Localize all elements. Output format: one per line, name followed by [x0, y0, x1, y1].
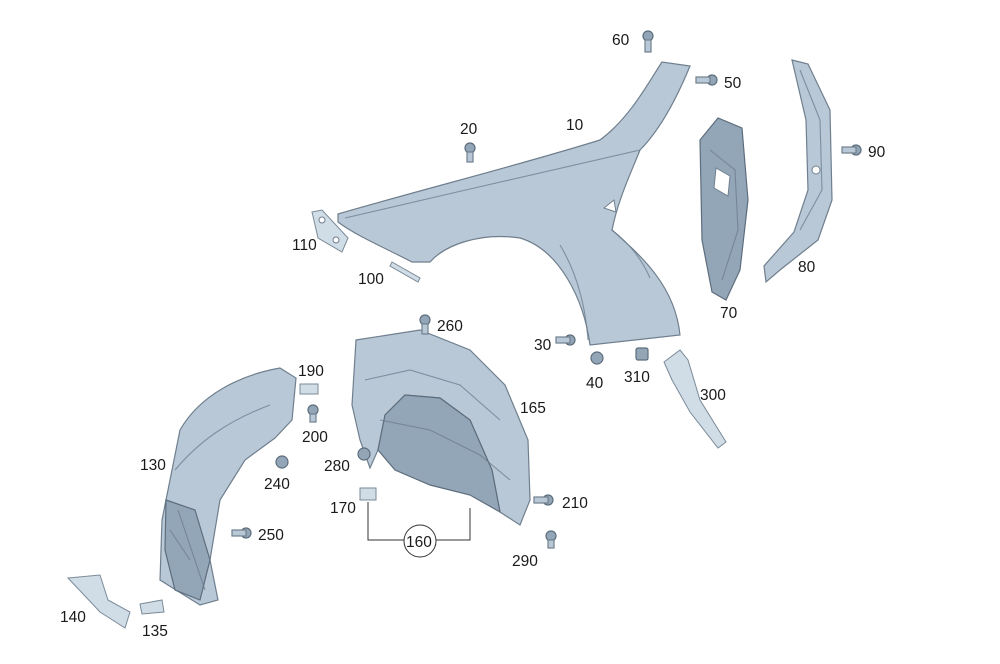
bolt-part-90[interactable] — [841, 144, 862, 156]
label-210: 210 — [562, 495, 588, 512]
bolt-part-260[interactable] — [419, 314, 431, 335]
group-circle-160 — [403, 524, 437, 558]
bolt-part-60[interactable] — [642, 30, 654, 53]
nut-part-280[interactable] — [357, 447, 371, 461]
clip-part-170[interactable] — [359, 487, 377, 501]
bracket-part-80[interactable] — [763, 59, 833, 284]
label-160: 160 — [406, 534, 432, 551]
wheel-liner-part-165[interactable] — [351, 329, 531, 526]
bolt-part-290[interactable] — [545, 530, 557, 549]
label-110: 110 — [292, 237, 317, 254]
trim-part-300[interactable] — [663, 349, 727, 449]
label-130: 130 — [140, 457, 166, 474]
label-60: 60 — [612, 32, 630, 49]
label-165: 165 — [520, 400, 546, 417]
label-250: 250 — [258, 527, 284, 544]
label-240: 240 — [264, 476, 290, 493]
label-190: 190 — [298, 363, 324, 380]
label-135: 135 — [142, 623, 168, 640]
insulator-part-70[interactable] — [699, 117, 749, 301]
label-20: 20 — [460, 121, 478, 138]
bolt-part-20[interactable] — [464, 142, 476, 163]
bracket-part-140[interactable] — [66, 574, 131, 629]
bracket-part-110[interactable] — [311, 209, 349, 253]
bolt-part-200[interactable] — [307, 404, 319, 423]
bolt-part-50[interactable] — [695, 74, 718, 86]
label-100: 100 — [358, 271, 384, 288]
label-10: 10 — [566, 117, 584, 134]
clip-part-190[interactable] — [299, 383, 319, 395]
fender-part-10[interactable] — [337, 61, 691, 346]
label-50: 50 — [724, 75, 742, 92]
nut-part-40[interactable] — [590, 351, 604, 365]
label-40: 40 — [586, 375, 604, 392]
group-bracket-160 — [367, 502, 471, 541]
label-30: 30 — [534, 337, 552, 354]
trim-part-100[interactable] — [389, 261, 421, 283]
bolt-part-210[interactable] — [533, 494, 554, 506]
clip-part-135[interactable] — [139, 599, 165, 615]
label-280: 280 — [324, 458, 350, 475]
wheel-liner-part-130[interactable] — [159, 367, 297, 606]
label-260: 260 — [437, 318, 463, 335]
label-310: 310 — [624, 369, 650, 386]
label-80: 80 — [798, 259, 816, 276]
nut-part-240[interactable] — [275, 455, 289, 469]
label-290: 290 — [512, 553, 538, 570]
label-140: 140 — [60, 609, 86, 626]
label-300: 300 — [700, 387, 726, 404]
bolt-part-250[interactable] — [231, 527, 252, 539]
bolt-part-30[interactable] — [555, 334, 576, 346]
nut-part-310[interactable] — [635, 347, 649, 361]
label-170: 170 — [330, 500, 356, 517]
label-90: 90 — [868, 144, 886, 161]
label-200: 200 — [302, 429, 328, 446]
label-70: 70 — [720, 305, 738, 322]
